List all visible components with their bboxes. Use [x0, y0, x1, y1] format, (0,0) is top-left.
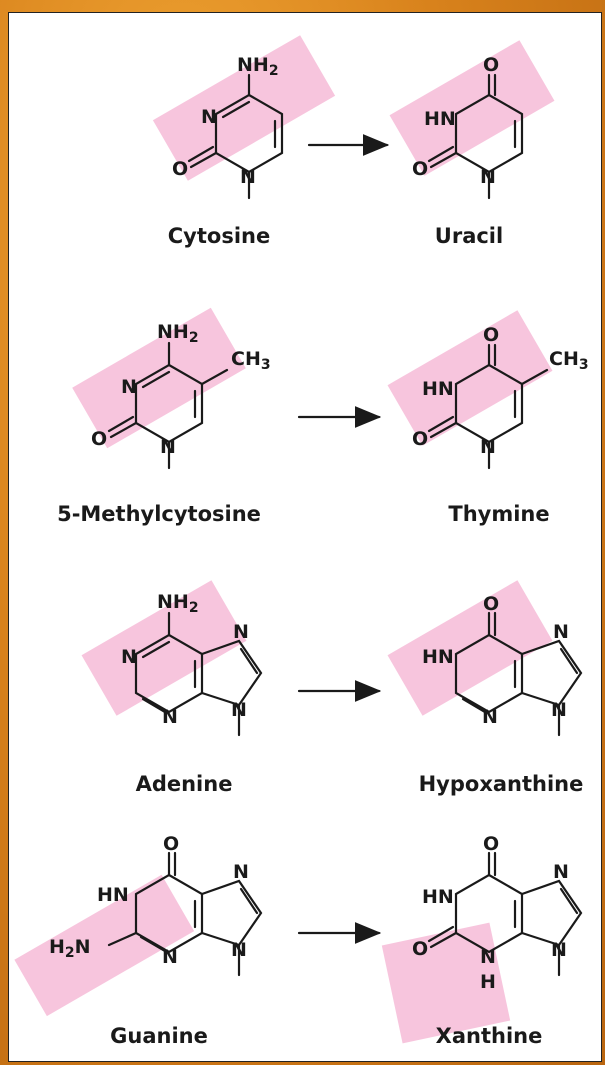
atom-label: O [91, 428, 107, 450]
atom-label: N [482, 706, 498, 728]
highlight-box [152, 35, 336, 181]
atom-label: N [162, 706, 178, 728]
highlight-box [387, 310, 553, 446]
atom-label: N [551, 939, 567, 961]
atom-label: O [163, 833, 179, 855]
atom-label: N [160, 436, 176, 458]
atom-label: N [233, 861, 249, 883]
row-guanine-xanthine: O HN H2N N N N Guanine O HN O N H N N [14, 833, 583, 1048]
molecule-name: Thymine [448, 502, 549, 526]
molecule-name: Xanthine [436, 1024, 543, 1048]
highlight-box [387, 580, 553, 716]
molecule-name: Guanine [110, 1024, 208, 1048]
atom-label: HN [422, 646, 454, 668]
molecule-cytosine: N N O NH2 Cytosine [152, 35, 336, 248]
atom-label: O [412, 428, 428, 450]
atom-label: O [483, 833, 499, 855]
atom-label: O [483, 593, 499, 615]
row-adenine-hypoxanthine: NH2 N N N N Adenine O HN N N N Hypoxanth… [81, 580, 584, 796]
atom-label: N [121, 376, 137, 398]
atom-label: N [231, 939, 247, 961]
molecule-name: Adenine [136, 772, 233, 796]
molecule-uracil: O HN O N Uracil [389, 40, 555, 248]
atom-label: HN [422, 886, 454, 908]
molecule-name: 5-Methylcytosine [57, 502, 261, 526]
highlight-box [381, 922, 511, 1044]
atom-label: O [412, 938, 428, 960]
molecule-name: Hypoxanthine [419, 772, 584, 796]
atom-label: NH2 [157, 321, 199, 346]
atom-label: N [233, 621, 249, 643]
atom-label: HN [97, 884, 129, 906]
highlight-box [14, 874, 195, 1017]
atom-label: O [483, 324, 499, 346]
atom-label: N [240, 166, 256, 188]
atom-label: NH2 [237, 54, 279, 79]
molecule-xanthine: O HN O N H N N Xanthine [381, 833, 583, 1048]
atom-label: N [121, 646, 137, 668]
atom-label: N [201, 106, 217, 128]
molecule-adenine: NH2 N N N N Adenine [81, 580, 263, 796]
atom-label: N [162, 946, 178, 968]
molecule-hypoxanthine: O HN N N N Hypoxanthine [387, 580, 584, 796]
atom-label: HN [422, 378, 454, 400]
atom-label: N [480, 436, 496, 458]
molecule-5-methylcytosine: NH2 CH3 N O N 5-Methylcytosine [57, 307, 271, 526]
molecule-name: Uracil [435, 224, 503, 248]
row-cytosine-uracil: N N O NH2 Cytosine O HN O N Uracil [152, 35, 555, 248]
atom-label: O [172, 158, 188, 180]
atom-label: N [480, 166, 496, 188]
deamination-diagram: N N O NH2 Cytosine O HN O N Uracil [14, 35, 589, 1048]
highlight-box [81, 580, 247, 716]
atom-label: N [480, 946, 496, 968]
molecule-thymine: O CH3 HN O N Thymine [387, 310, 589, 526]
atom-label: N [553, 621, 569, 643]
atom-label: O [412, 158, 428, 180]
atom-label: CH3 [231, 348, 271, 373]
atom-label: N [231, 699, 247, 721]
atom-label: H [480, 971, 496, 993]
row-methylcytosine-thymine: NH2 CH3 N O N 5-Methylcytosine O CH3 HN … [57, 307, 589, 526]
highlight-box [389, 40, 555, 176]
atom-label: N [551, 699, 567, 721]
molecule-name: Cytosine [168, 224, 270, 248]
atom-label: NH2 [157, 591, 199, 616]
figure-panel: N N O NH2 Cytosine O HN O N Uracil [8, 12, 602, 1062]
molecule-guanine: O HN H2N N N N Guanine [14, 833, 263, 1048]
atom-label: O [483, 54, 499, 76]
atom-label: H2N [49, 936, 91, 961]
atom-label: CH3 [549, 348, 589, 373]
atom-label: N [553, 861, 569, 883]
atom-label: HN [424, 108, 456, 130]
